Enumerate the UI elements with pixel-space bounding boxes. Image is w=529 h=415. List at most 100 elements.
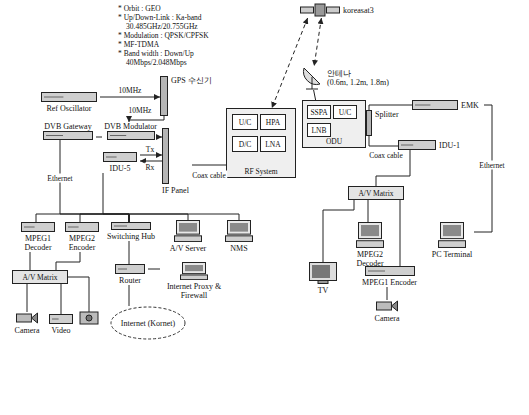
camera-body <box>377 302 392 310</box>
odu-module: SSPA <box>307 105 331 119</box>
text-holder: Video <box>51 326 70 335</box>
rf-module: LNA <box>260 136 286 152</box>
outdoor-unit: ODUSSPAU/CLNB <box>302 100 366 148</box>
node-label: RF System <box>227 167 295 176</box>
device-icon <box>366 110 372 136</box>
node-label: EMK <box>461 101 479 110</box>
text-holder: SSPA <box>310 108 327 117</box>
device-panel <box>118 269 127 270</box>
spec-note: * MF-TDMA <box>118 40 159 49</box>
device-body <box>50 315 73 324</box>
modem: EMK <box>412 100 484 110</box>
connector <box>36 214 129 222</box>
node-label: Router <box>119 276 141 285</box>
text-holder: Internet (Kornet) <box>121 319 175 328</box>
connector <box>387 287 388 300</box>
connector-label: Rx <box>145 163 156 172</box>
connector <box>80 214 129 222</box>
keyboard <box>357 241 384 248</box>
modulator: DVB Modulator <box>102 122 159 140</box>
device-icon <box>49 314 73 324</box>
node-label: U/C <box>339 108 352 117</box>
solar-panel <box>327 7 340 13</box>
nms-terminal: NMS <box>222 220 256 253</box>
connector <box>96 137 102 138</box>
node-label: NMS <box>230 244 247 253</box>
camera-lens <box>31 313 37 323</box>
text-holder: A/V Matrix <box>358 189 393 198</box>
node-label: DVB Gateway <box>44 122 91 131</box>
device-panel <box>114 226 127 227</box>
connector <box>103 173 129 222</box>
text-holder: Camera <box>375 314 400 323</box>
av-matrix: A/V Matrix <box>12 270 68 284</box>
node-label: PC Terminal <box>432 250 472 259</box>
text-holder: MPEG2 Decoder <box>346 250 394 268</box>
screen <box>361 225 379 236</box>
gateway: DVB Gateway <box>40 122 96 140</box>
device-panel <box>401 145 413 146</box>
antenna: 안테나(0.6m, 1.2m, 1.8m) <box>300 66 400 90</box>
connector <box>159 137 162 138</box>
node-label: A/V Matrix <box>22 273 57 282</box>
device-panel <box>24 227 35 228</box>
solar-panel <box>301 7 314 13</box>
node-label: IF Panel <box>162 186 189 195</box>
panel-bar <box>161 77 168 116</box>
text-holder: MPEG2 Encoder <box>60 234 104 252</box>
dish-stand <box>306 77 318 89</box>
camera: Camera <box>12 312 42 335</box>
device-panel <box>415 105 430 106</box>
internet-cloud: Internet (Kornet) <box>110 306 186 340</box>
node-label: Camera <box>375 314 400 323</box>
device-panel <box>52 319 59 320</box>
text-holder: LNA <box>265 140 280 149</box>
connector-label: 10MHz <box>128 106 153 115</box>
device-icon <box>309 262 337 284</box>
device-body <box>44 132 93 140</box>
monitor <box>228 221 251 235</box>
node-label: Splitter <box>375 110 399 119</box>
device-icon <box>174 220 202 242</box>
camera: Camera <box>372 300 402 323</box>
monitor <box>183 263 206 274</box>
device-icon <box>300 66 324 90</box>
text-holder: IDU-5 <box>110 164 131 173</box>
device-icon <box>43 131 93 140</box>
connector-label: Coax cable <box>368 151 404 160</box>
tv-screen <box>312 265 330 278</box>
switching-hub: Switching Hub <box>106 222 156 241</box>
text-holder: HPA <box>266 118 280 127</box>
if-panel: IF Panel <box>162 128 192 195</box>
spec-note: * Orbit : GEO <box>118 4 161 13</box>
spec-note: * Up/Down-Link : Ka-band <box>118 13 202 22</box>
camera-body <box>17 314 32 322</box>
text-holder: DVB Modulator <box>104 122 157 131</box>
node-label: (0.6m, 1.2m, 1.8m) <box>327 78 389 87</box>
connector <box>323 200 354 262</box>
cloud-shape <box>111 307 185 339</box>
screen <box>185 265 203 271</box>
node-label: SSPA <box>310 108 327 117</box>
rf-system: RF SystemU/CHPAD/CLNA <box>226 108 296 178</box>
screen <box>443 225 461 236</box>
text-holder: Splitter <box>375 110 399 119</box>
tv-body <box>310 263 337 281</box>
router: Router <box>112 264 148 285</box>
device-body <box>66 223 99 232</box>
device-icon <box>376 300 398 312</box>
node-label: MPEG2 Encoder <box>60 234 104 252</box>
node-label: MPEG1 Encoder <box>362 278 417 287</box>
rf-module: HPA <box>260 114 286 130</box>
text-holder: D/C <box>239 140 252 149</box>
connector <box>56 252 80 270</box>
device-icon <box>16 312 38 324</box>
node-label: LNA <box>265 140 280 149</box>
connector <box>192 165 226 166</box>
text-holder: IDU-1 <box>439 141 460 150</box>
text-holder: Camera <box>15 326 40 335</box>
text-holder: A/V Matrix <box>22 273 57 282</box>
text-holder: EMK <box>461 101 479 110</box>
splitter: Splitter <box>366 110 406 136</box>
